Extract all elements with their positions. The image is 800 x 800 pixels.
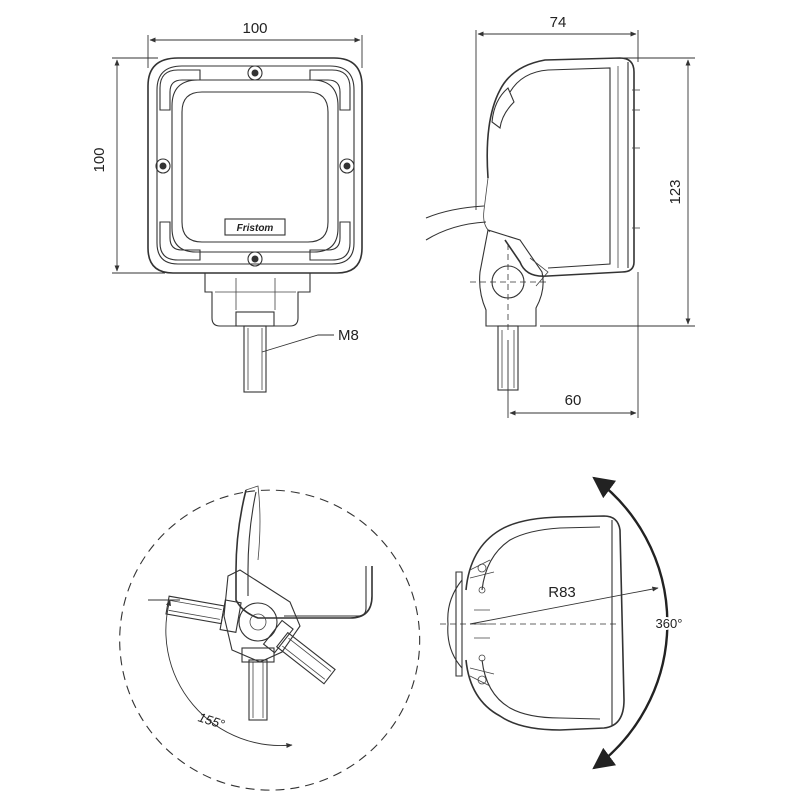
front-screw-right xyxy=(339,158,355,174)
tilt-angle-label: 155° xyxy=(196,709,226,732)
front-bezel xyxy=(171,79,339,253)
tilt-swing-circle xyxy=(119,489,421,791)
rotation-angle-label: 360° xyxy=(656,616,683,631)
side-height-dimension: 123 xyxy=(540,57,695,327)
side-depth-label: 74 xyxy=(550,14,567,31)
side-view: 74 123 60 xyxy=(425,14,695,418)
front-view: 100 100 xyxy=(91,20,363,393)
front-housing-inner xyxy=(156,65,355,265)
front-bolt xyxy=(235,311,275,393)
front-bumper-bl xyxy=(159,221,201,261)
thread-label: M8 xyxy=(338,327,359,344)
tilt-view: 155° xyxy=(119,485,421,791)
thread-callout: M8 xyxy=(261,327,359,353)
front-width-label: 100 xyxy=(242,20,267,37)
front-width-dimension: 100 xyxy=(147,20,363,68)
rotation-radius-line xyxy=(469,586,659,625)
front-screw-bottom xyxy=(247,251,263,267)
front-screw-top xyxy=(247,65,263,81)
rotation-arc-arrow xyxy=(592,476,669,770)
front-bracket xyxy=(204,273,311,327)
side-height-label: 123 xyxy=(667,179,684,204)
front-housing-outer xyxy=(147,57,363,274)
side-offset-dimension: 60 xyxy=(507,272,639,418)
front-bumper-br xyxy=(309,221,351,261)
side-depth-dimension: 74 xyxy=(475,14,639,210)
rotation-view: R83 360° xyxy=(440,476,684,770)
rotation-housing xyxy=(465,515,625,731)
front-bumper-tl xyxy=(159,69,201,111)
side-offset-label: 60 xyxy=(565,392,582,409)
brand-label: Fristom xyxy=(237,223,274,234)
front-screw-left xyxy=(155,158,171,174)
front-height-dimension: 100 xyxy=(91,57,165,274)
brand-badge: Fristom xyxy=(224,218,286,236)
front-lens xyxy=(181,91,329,243)
side-mount xyxy=(479,229,544,327)
side-cable xyxy=(425,205,485,219)
front-height-label: 100 xyxy=(91,147,108,172)
tilt-angle-arc xyxy=(165,599,293,749)
front-bumper-tr xyxy=(309,69,351,111)
rotation-radius-label: R83 xyxy=(548,584,576,601)
